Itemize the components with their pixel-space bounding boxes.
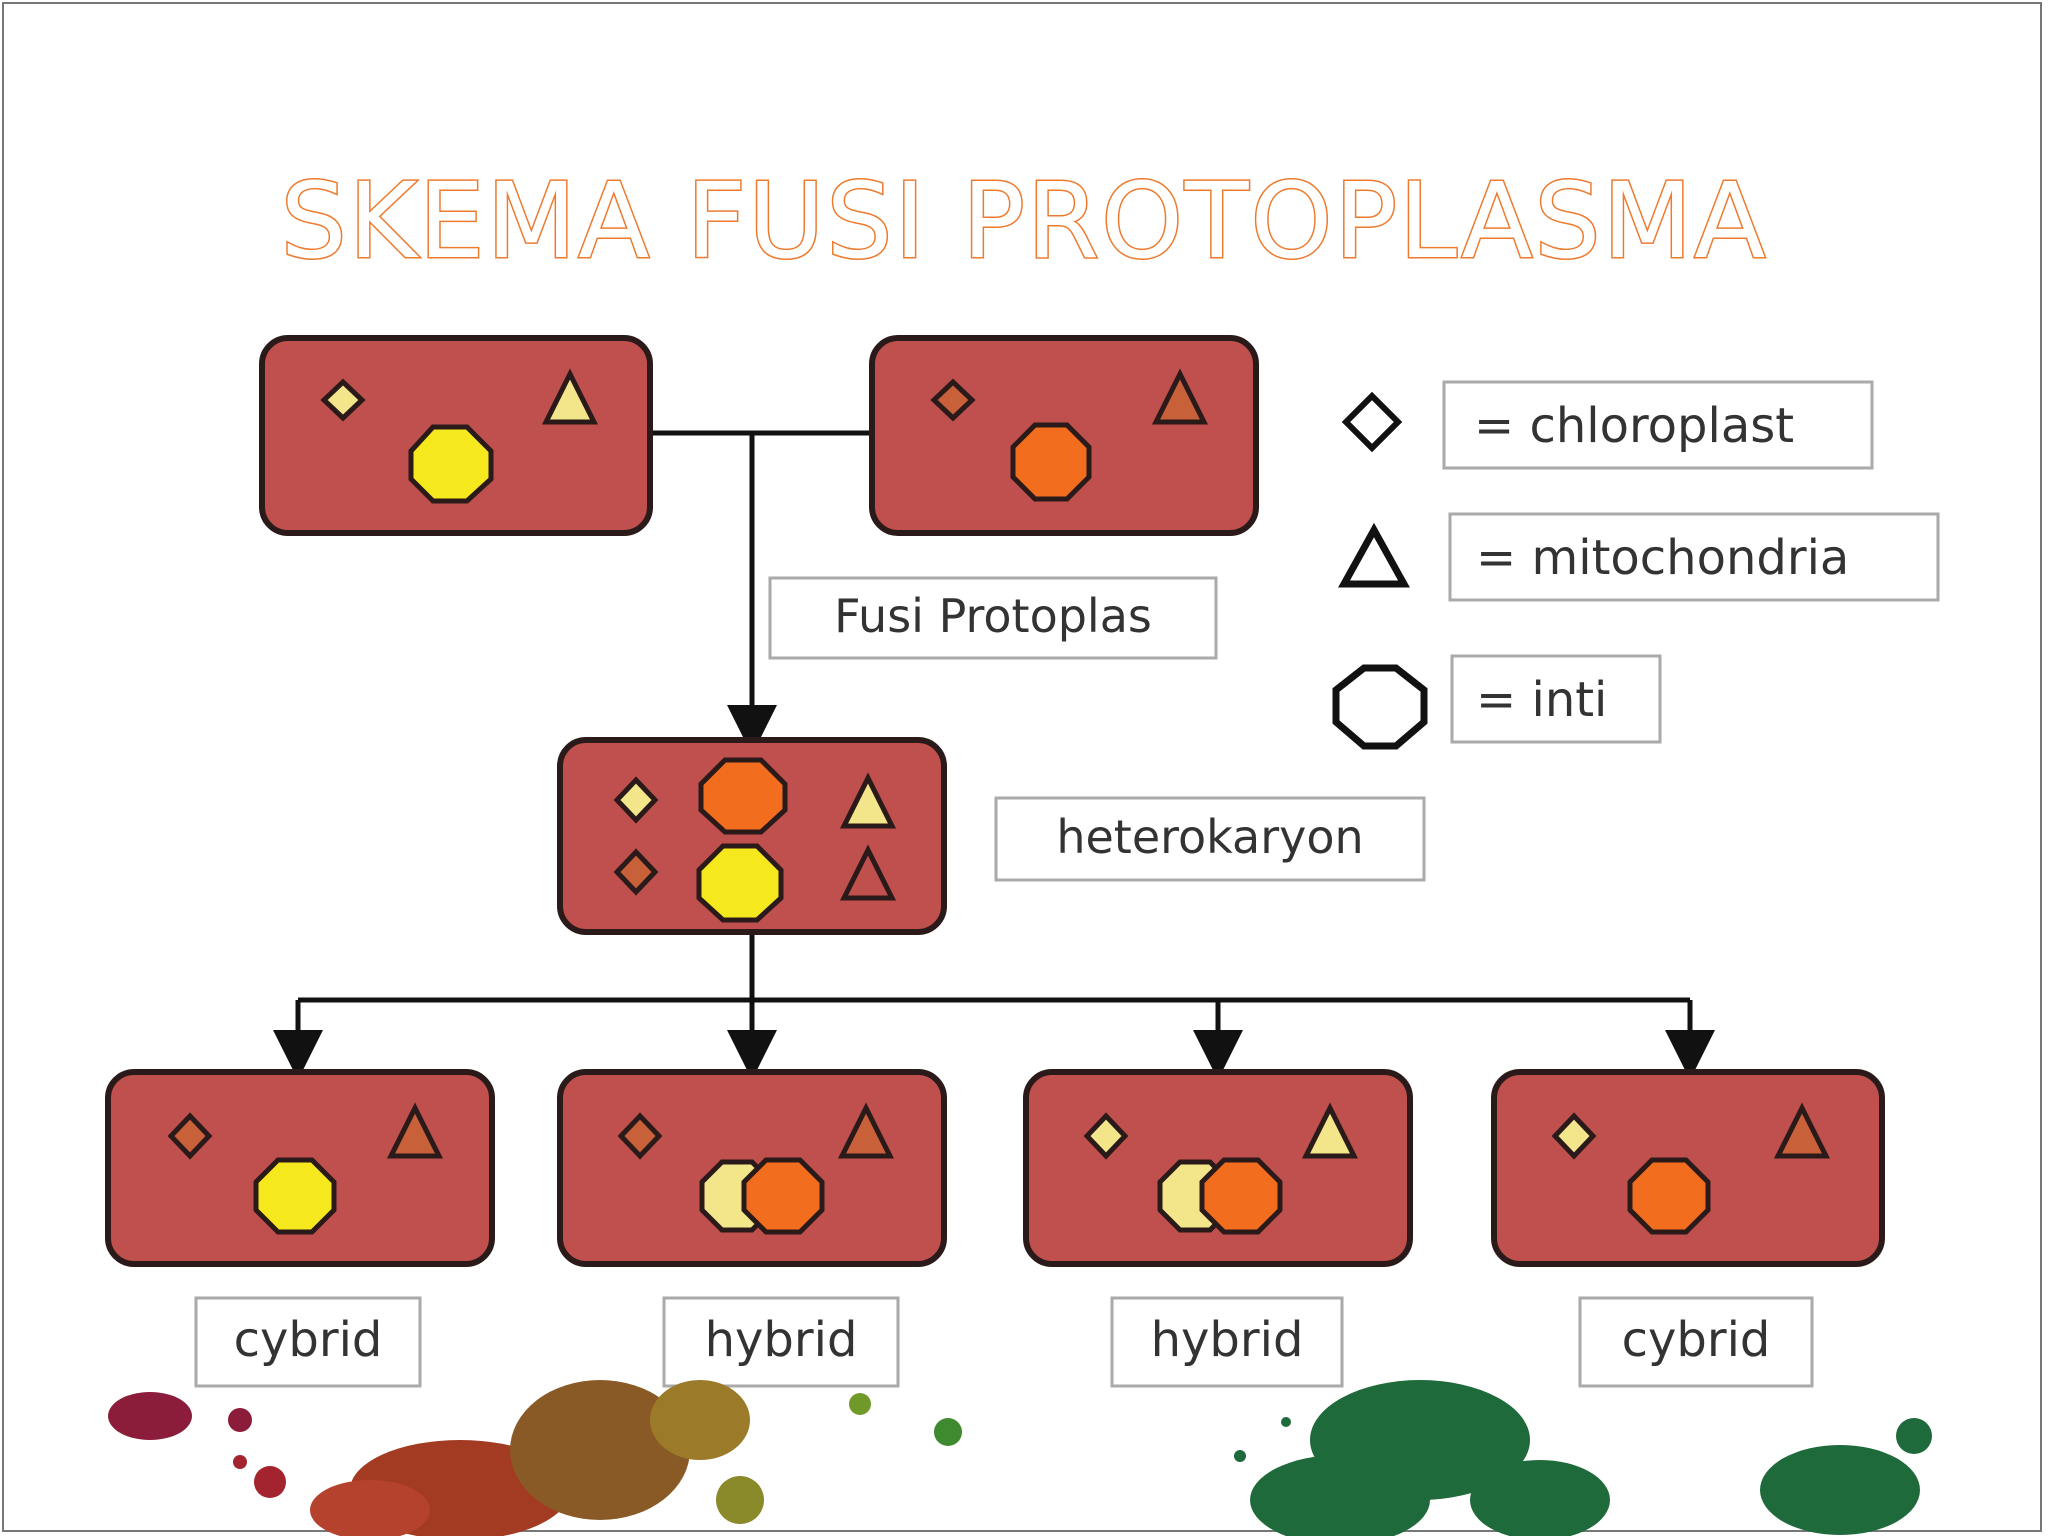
slide-title: SKEMA FUSI PROTOPLASMA: [279, 159, 1768, 284]
outcome-label-3: hybrid: [1110, 1296, 1344, 1388]
legend: = chloroplast = mitochondria = inti: [1332, 380, 1940, 750]
nucleus-icon: [696, 843, 784, 923]
output-cell-cybrid-1: [105, 1069, 495, 1267]
heterokaryon-label: heterokaryon: [994, 796, 1426, 882]
triangle-icon: [1338, 522, 1410, 588]
nucleus-icon: [1627, 1157, 1711, 1235]
chloroplast-icon: [613, 776, 659, 824]
mitochondria-icon: [386, 1102, 444, 1159]
nucleus-icon: [1199, 1157, 1283, 1235]
output-cell-hybrid-2: [1023, 1069, 1413, 1267]
connectors: [273, 430, 1715, 1080]
fusion-label: Fusi Protoplas: [768, 576, 1218, 660]
heterokaryon-label-text: heterokaryon: [1056, 810, 1363, 864]
mitochondria-icon: [839, 772, 897, 829]
output-cell-hybrid-1: [557, 1069, 947, 1267]
outcome-label-1: cybrid: [194, 1296, 422, 1388]
legend-item-mitochondria: = mitochondria: [1476, 530, 1849, 586]
mitochondria-icon: [837, 1102, 895, 1159]
mitochondria-icon: [1773, 1102, 1831, 1159]
legend-item-chloroplast: = chloroplast: [1474, 398, 1794, 454]
chloroplast-icon: [613, 848, 659, 896]
heterokaryon-cell: [557, 737, 947, 935]
chloroplast-icon: [930, 378, 976, 422]
diamond-icon: [1341, 391, 1403, 453]
octagon-icon: [1332, 664, 1428, 750]
output-cell-cybrid-2: [1491, 1069, 1885, 1267]
outcome-label-text: hybrid: [1151, 1312, 1304, 1368]
parent-cell-orange: [869, 335, 1259, 536]
outcome-label-text: cybrid: [1622, 1312, 1771, 1368]
mitochondria-icon: [541, 368, 599, 425]
parent-cell-yellow: [259, 335, 653, 536]
nucleus-icon: [408, 424, 494, 504]
chloroplast-icon: [1083, 1112, 1129, 1160]
outcome-label-2: hybrid: [662, 1296, 900, 1388]
nucleus-icon: [1010, 422, 1092, 502]
outcome-label-4: cybrid: [1578, 1296, 1814, 1388]
chloroplast-icon: [1551, 1112, 1597, 1160]
legend-item-inti: = inti: [1476, 672, 1607, 728]
fusion-label-text: Fusi Protoplas: [834, 589, 1152, 643]
nucleus-icon: [253, 1157, 337, 1235]
nucleus-icon: [741, 1157, 825, 1235]
mitochondria-icon: [839, 844, 897, 901]
nucleus-icon: [698, 757, 788, 835]
chloroplast-icon: [320, 378, 366, 422]
mitochondria-icon: [1301, 1102, 1359, 1159]
chloroplast-icon: [167, 1112, 213, 1160]
chloroplast-icon: [617, 1112, 663, 1160]
mitochondria-icon: [1151, 368, 1209, 425]
paint-splash-decoration: [108, 1380, 1932, 1536]
outcome-label-text: hybrid: [705, 1312, 858, 1368]
outcome-label-text: cybrid: [234, 1312, 383, 1368]
